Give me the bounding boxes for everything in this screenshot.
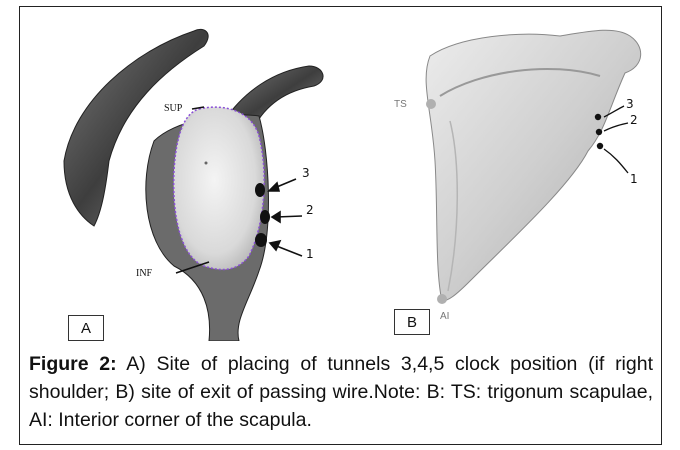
figure-frame: SUP INF 3 2 1 A	[19, 6, 662, 445]
marker-3-b: 3	[626, 97, 634, 111]
panel-b-tag: B	[394, 309, 430, 335]
scapula-illustration: TS AI 3 2 1	[390, 11, 670, 341]
marker-1-b: 1	[630, 172, 638, 186]
marker-2-a: 2	[306, 203, 314, 217]
panel-b-image: TS AI 3 2 1 B	[390, 11, 670, 341]
label-ai: AI	[440, 311, 449, 322]
marker-1-a: 1	[306, 247, 314, 261]
glenoid-illustration: SUP INF 3 2 1	[24, 11, 346, 341]
panel-a-tag: A	[68, 315, 104, 341]
marker-2-b: 2	[630, 113, 638, 127]
caption-text: A) Site of placing of tunnels 3,4,5 cloc…	[29, 353, 653, 431]
panel-a-image: SUP INF 3 2 1 A	[24, 11, 346, 341]
marker-3-a: 3	[302, 166, 310, 180]
label-sup: SUP	[164, 103, 183, 114]
label-ts: TS	[394, 99, 407, 110]
label-inf: INF	[136, 268, 153, 279]
caption-label: Figure 2:	[29, 353, 117, 375]
figure-caption: Figure 2: A) Site of placing of tunnels …	[29, 350, 653, 434]
